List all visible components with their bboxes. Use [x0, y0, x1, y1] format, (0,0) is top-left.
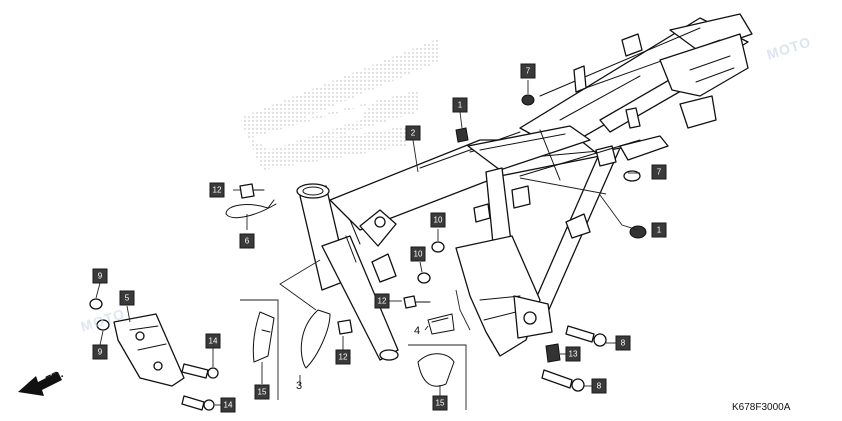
leader-lines: [95, 80, 640, 410]
callout-label: 1: [458, 101, 463, 110]
callout-9-lower[interactable]: 9: [92, 344, 108, 360]
callout-label: 7: [526, 67, 531, 76]
callout-label: 15: [258, 388, 267, 397]
callout-10-lower[interactable]: 10: [410, 246, 426, 262]
callout-15[interactable]: 15: [432, 395, 448, 411]
callout-label: 9: [98, 348, 103, 357]
callout-2[interactable]: 2: [405, 125, 421, 141]
callout-label: 7: [657, 168, 662, 177]
callout-label: 14: [209, 337, 218, 346]
callout-5[interactable]: 5: [119, 290, 135, 306]
callout-label: 1: [657, 226, 662, 235]
callout-1-right[interactable]: 1: [651, 222, 667, 238]
callout-12-low[interactable]: 12: [335, 349, 351, 365]
callout-label: 5: [125, 294, 130, 303]
label-3: 3: [296, 380, 302, 392]
callout-label: 13: [569, 350, 578, 359]
callout-9-upper[interactable]: 9: [92, 268, 108, 284]
callout-1-top[interactable]: 1: [452, 97, 468, 113]
callout-8-upper[interactable]: 8: [615, 335, 631, 351]
callout-11[interactable]: 13: [565, 346, 581, 362]
callout-label: 10: [434, 216, 443, 225]
callout-13-lower[interactable]: 14: [220, 397, 236, 413]
callout-7-top[interactable]: 7: [520, 63, 536, 79]
parts-cluster: [89, 94, 647, 411]
honda-wing-logo: [240, 38, 440, 170]
callout-label: 12: [378, 297, 387, 306]
front-direction-arrow: FR.: [18, 368, 65, 396]
callout-label: 15: [436, 399, 445, 408]
callout-label: 12: [339, 353, 348, 362]
callout-label: 14: [224, 401, 233, 410]
callout-14[interactable]: 15: [254, 384, 270, 400]
callout-8-lower[interactable]: 8: [591, 378, 607, 394]
callout-label: 12: [213, 186, 222, 195]
callout-label: 8: [621, 339, 626, 348]
callout-13-upper[interactable]: 14: [205, 333, 221, 349]
callout-label: 9: [98, 272, 103, 281]
front-label: FR.: [44, 368, 65, 387]
label-4: 4: [414, 325, 420, 337]
callout-label: 2: [411, 129, 416, 138]
main-frame: [296, 13, 753, 361]
callout-10-upper[interactable]: 10: [430, 212, 446, 228]
callout-12-center[interactable]: 12: [374, 293, 390, 309]
callout-label: 10: [414, 250, 423, 259]
callout-label: 6: [245, 237, 250, 246]
callout-6[interactable]: 6: [239, 233, 255, 249]
callout-12-left[interactable]: 12: [209, 182, 225, 198]
callout-7-right[interactable]: 7: [651, 164, 667, 180]
callout-label: 8: [597, 382, 602, 391]
drawing-code: K678F3000A: [732, 402, 791, 413]
